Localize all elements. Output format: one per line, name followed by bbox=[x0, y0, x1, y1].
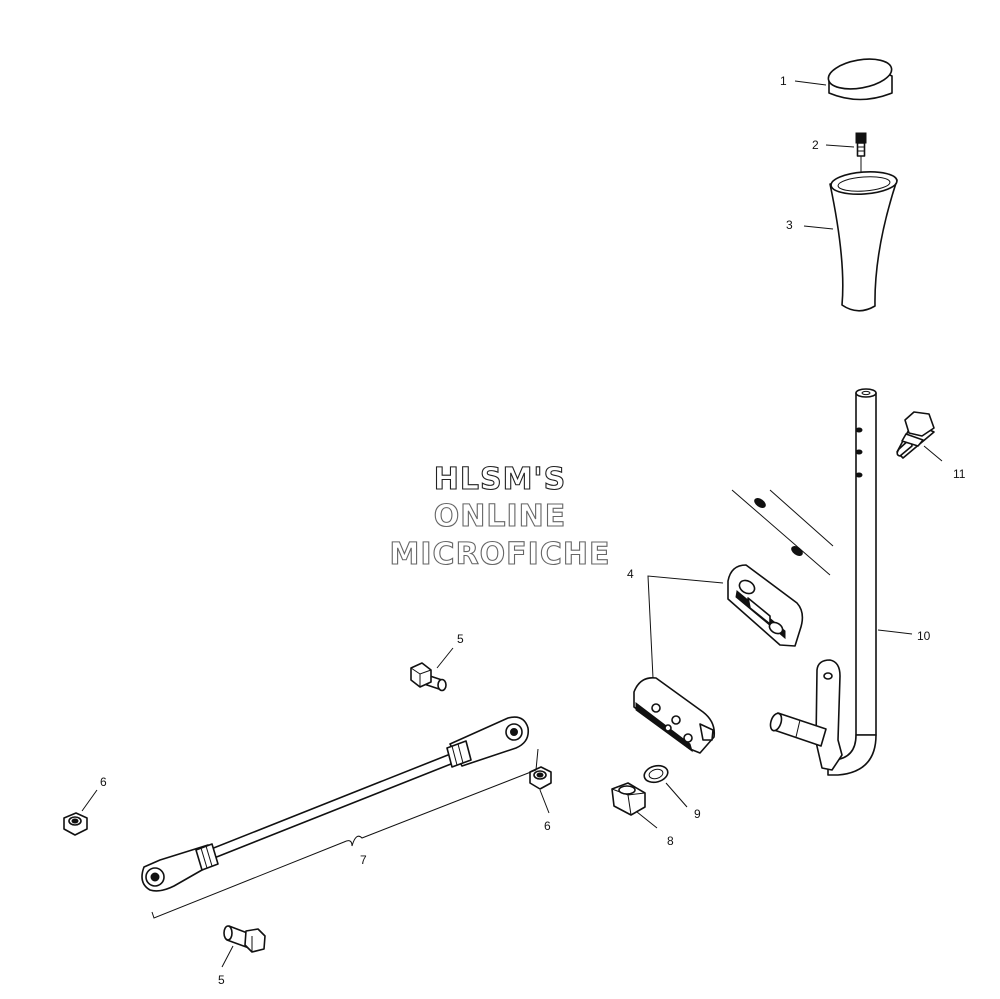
leader-4 bbox=[647, 575, 724, 679]
leader-3 bbox=[803, 225, 834, 230]
watermark-line-1: HLSM'S bbox=[434, 462, 566, 497]
callout-5-lower: 5 bbox=[218, 973, 225, 987]
leader-6-mid bbox=[539, 789, 550, 814]
callout-2: 2 bbox=[812, 138, 819, 152]
part-2-set-screw bbox=[855, 132, 867, 183]
callout-5-upper: 5 bbox=[457, 632, 464, 646]
callout-1: 1 bbox=[780, 74, 787, 88]
leader-5-lower bbox=[221, 945, 234, 968]
leader-11 bbox=[923, 445, 943, 462]
mounting-plate-fragment bbox=[731, 489, 834, 576]
part-8-lock-nut bbox=[611, 782, 646, 816]
watermark: HLSM'S ONLINE MICROFICHE bbox=[389, 461, 611, 572]
leader-1 bbox=[794, 80, 827, 86]
brace-7 bbox=[151, 748, 539, 919]
leader-9 bbox=[665, 782, 688, 808]
callout-7: 7 bbox=[360, 853, 367, 867]
leader-8 bbox=[636, 811, 658, 829]
watermark-line-2: ONLINE bbox=[434, 499, 567, 534]
callout-9: 9 bbox=[694, 807, 701, 821]
callout-10: 10 bbox=[917, 629, 931, 643]
callout-4: 4 bbox=[627, 567, 634, 581]
part-5-bolt-upper bbox=[410, 662, 447, 692]
part-6-hex-nut-mid bbox=[529, 766, 552, 790]
part-3-handle-grip bbox=[829, 170, 898, 312]
callout-6-mid: 6 bbox=[544, 819, 551, 833]
part-11-flange-bolt bbox=[896, 411, 935, 459]
callout-11: 11 bbox=[953, 467, 966, 481]
callout-6-left: 6 bbox=[100, 775, 107, 789]
leader-6-left bbox=[81, 789, 98, 812]
part-9-washer bbox=[643, 764, 669, 784]
part-4-clamp-upper bbox=[727, 564, 804, 647]
callout-8: 8 bbox=[667, 834, 674, 848]
callout-3: 3 bbox=[786, 218, 793, 232]
part-7-linkage-rod bbox=[141, 716, 530, 892]
watermark-line-3: MICROFICHE bbox=[390, 537, 611, 572]
leader-5-upper bbox=[436, 647, 454, 669]
part-4-clamp-lower bbox=[633, 676, 716, 754]
leader-2 bbox=[825, 144, 855, 148]
leader-10 bbox=[877, 629, 913, 635]
part-1-knob-cap bbox=[827, 58, 893, 101]
part-10-shift-lever bbox=[769, 388, 877, 776]
part-6-hex-nut-left bbox=[63, 812, 88, 836]
part-5-bolt-lower bbox=[223, 925, 266, 953]
